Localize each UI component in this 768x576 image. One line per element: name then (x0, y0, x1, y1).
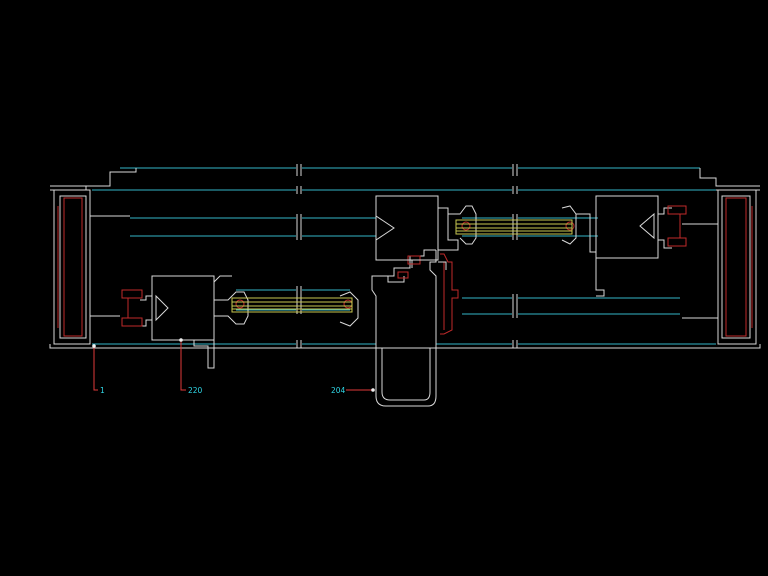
callout-node-sash-left (179, 338, 183, 342)
callout-node-frame (92, 344, 96, 348)
track-lines (92, 167, 716, 345)
callout-leaders (93, 340, 373, 391)
interlock-profile (371, 249, 437, 407)
callout-label-sash-left: 220 (188, 386, 203, 395)
break-lines (296, 164, 518, 348)
callout-nodes (92, 338, 375, 392)
callout-node-interlock (371, 388, 375, 392)
callout-label-frame: 1 (100, 386, 105, 395)
left-glass-pane (231, 297, 353, 313)
left-sash-gaskets (121, 289, 353, 327)
thermal-breaks (57, 197, 753, 337)
left-sash-profile (140, 275, 359, 369)
callout-label-interlock: 204 (331, 386, 346, 395)
right-glass-pane (455, 219, 573, 235)
right-sash-profile (375, 195, 672, 297)
outer-frame (49, 168, 761, 349)
right-sash-gaskets (461, 205, 687, 247)
interlock-gaskets (397, 253, 459, 335)
